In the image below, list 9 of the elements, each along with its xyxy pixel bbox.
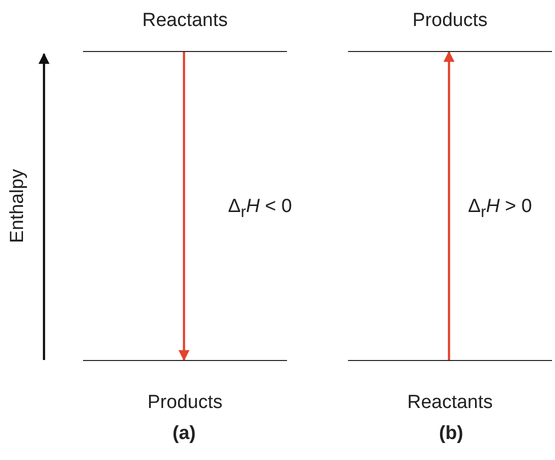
level-label: Reactants — [406, 392, 494, 414]
panel-label: (a) — [172, 423, 196, 445]
arrow — [178, 52, 190, 362]
level-label: Reactants — [141, 10, 229, 32]
axis-label: Enthalpy — [6, 169, 29, 243]
panel-label: (b) — [439, 423, 464, 445]
arrow — [444, 50, 454, 360]
level-label: Products — [146, 392, 224, 414]
level-label: Products — [412, 10, 488, 32]
